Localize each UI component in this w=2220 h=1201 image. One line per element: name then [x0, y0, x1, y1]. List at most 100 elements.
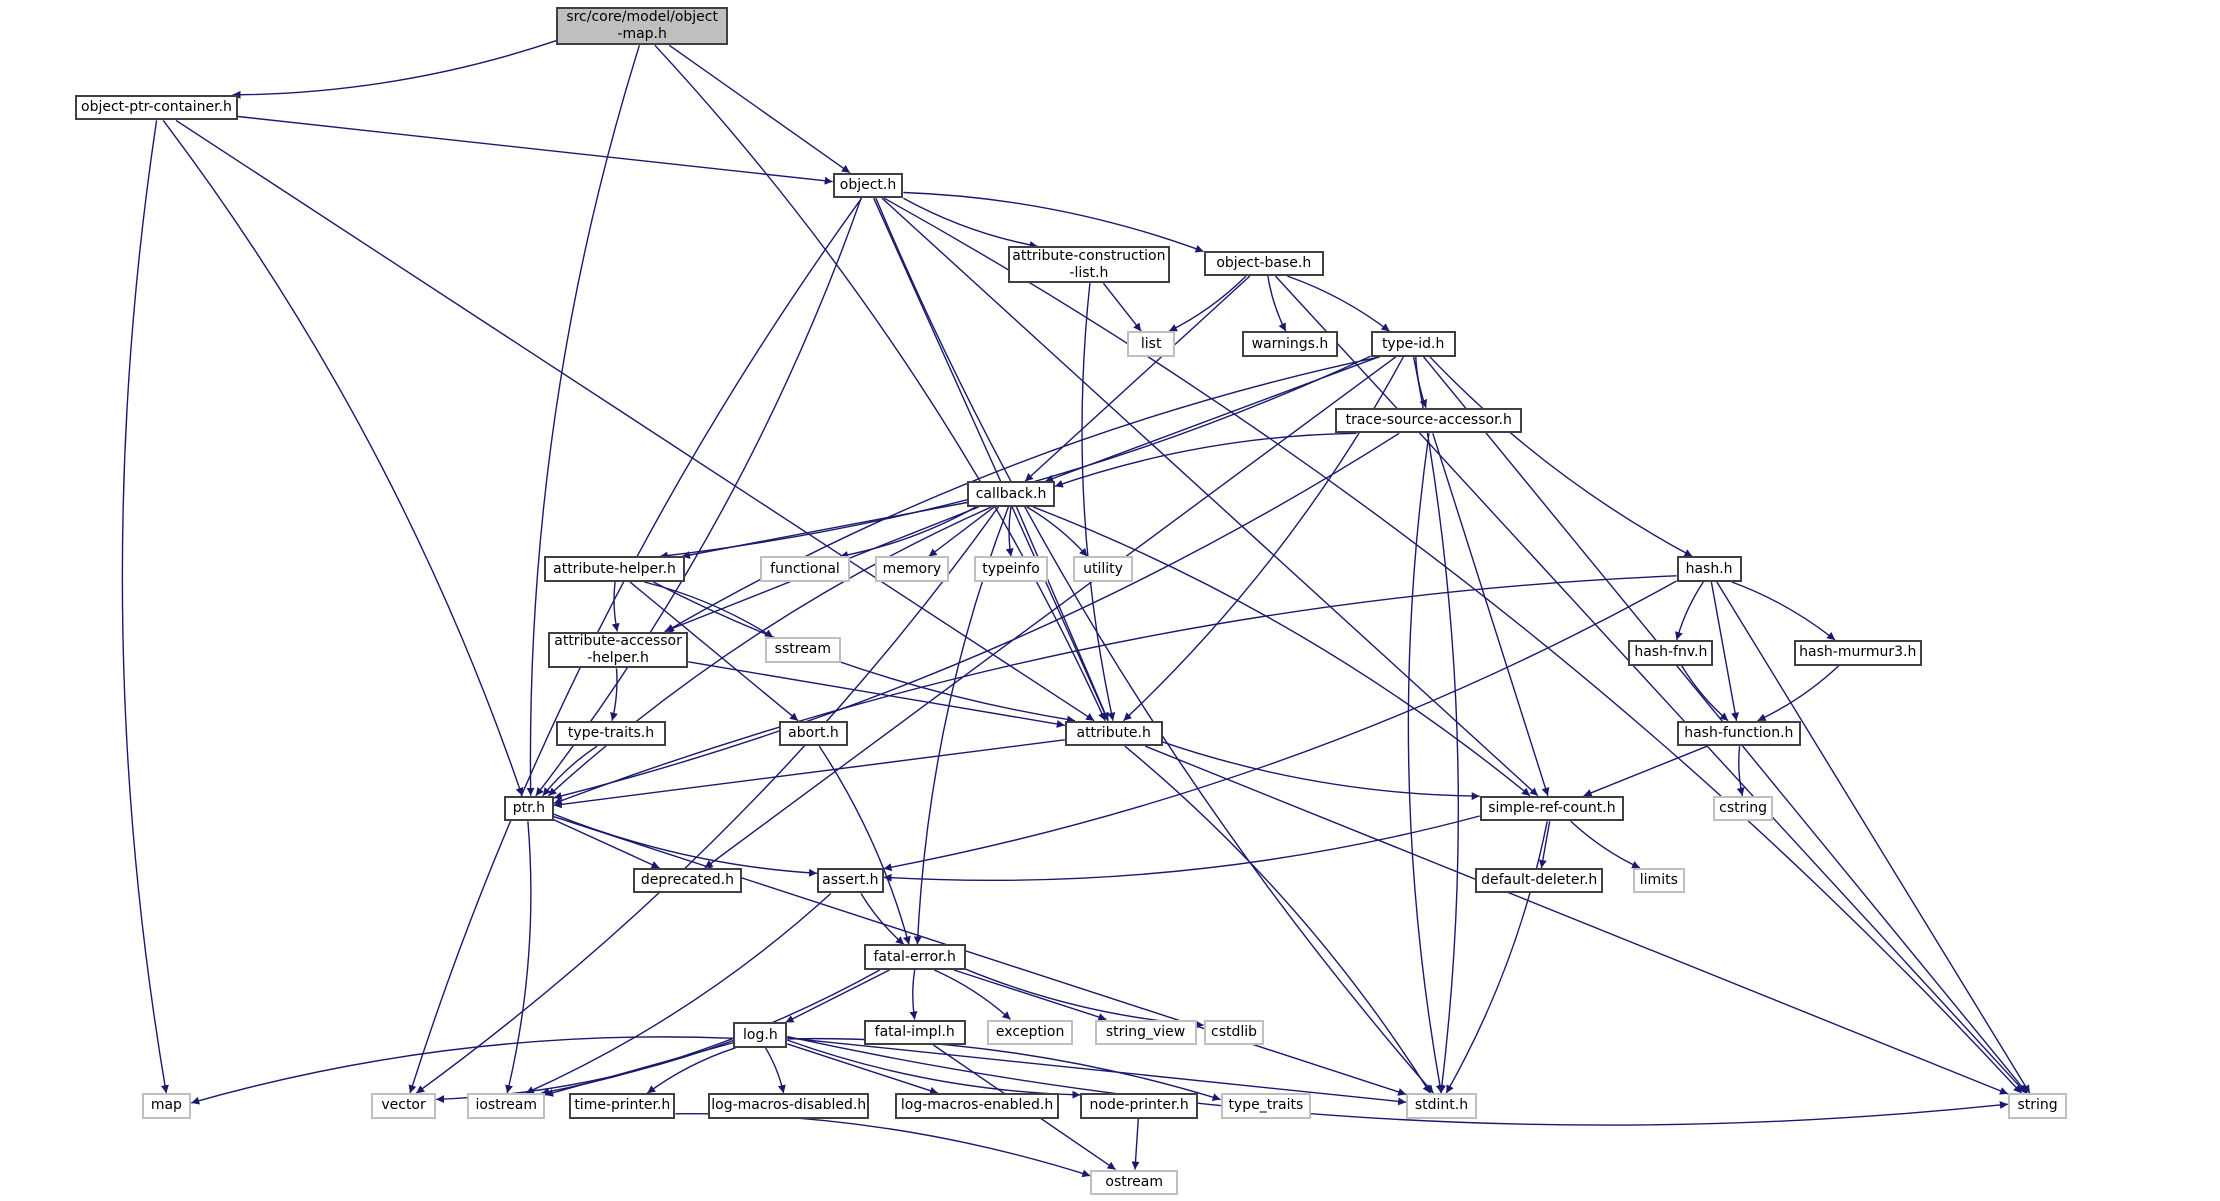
node-label: string — [2017, 1097, 2058, 1114]
edge-object-to-vector — [408, 197, 863, 1094]
node-type-id[interactable]: type-id.h — [1370, 331, 1456, 357]
node-label: type-traits.h — [567, 724, 655, 741]
node-sstream: sstream — [764, 637, 842, 663]
edge-callback-to-utility — [1026, 506, 1088, 557]
node-attribute-helper[interactable]: attribute-helper.h — [543, 556, 686, 582]
node-label: node-printer.h — [1089, 1097, 1189, 1114]
edge-abort-to-fatal-error — [818, 745, 911, 945]
edge-object-base-to-string — [1274, 275, 2027, 1094]
node-attribute[interactable]: attribute.h — [1064, 720, 1163, 747]
edge-object-base-to-list — [1168, 275, 1247, 332]
node-label: deprecated.h — [640, 872, 734, 889]
node-hash-function[interactable]: hash-function.h — [1676, 720, 1802, 747]
node-attribute-accessor-helper[interactable]: attribute-accessor -helper.h — [547, 631, 689, 669]
edge-log-to-string — [787, 1035, 2008, 1126]
edge-hash-to-string — [1716, 581, 2031, 1094]
node-assert[interactable]: assert.h — [817, 868, 884, 894]
node-label: fatal-impl.h — [874, 1023, 955, 1040]
node-log-macros-disabled[interactable]: log-macros-disabled.h — [708, 1093, 870, 1119]
edge-root-to-object — [668, 44, 851, 174]
edge-object-to-string — [883, 197, 2022, 1094]
node-label: attribute-accessor -helper.h — [554, 632, 682, 666]
edge-hash-to-hash-fnv — [1675, 581, 1704, 641]
node-label: hash-murmur3.h — [1799, 644, 1917, 661]
edge-root-to-attribute — [654, 44, 1106, 721]
node-type-traits[interactable]: type-traits.h — [556, 720, 666, 747]
node-label: vector — [381, 1097, 426, 1114]
edge-root-to-object-ptr-container — [232, 39, 557, 99]
edge-log-to-time-printer — [646, 1047, 736, 1094]
node-object[interactable]: object.h — [832, 172, 904, 199]
node-memory: memory — [875, 556, 949, 582]
edge-callback-to-simple-ref-count — [1032, 506, 1531, 797]
edge-type-id-to-deprecated — [704, 356, 1397, 869]
edge-trace-source-accessor-to-stdint — [1407, 433, 1444, 1094]
node-label: fatal-error.h — [873, 948, 956, 965]
edge-attribute-to-ptr — [553, 739, 1065, 809]
node-node-printer[interactable]: node-printer.h — [1080, 1093, 1198, 1119]
edge-attribute-accessor-helper-to-attribute — [688, 661, 1065, 728]
edge-attribute-helper-to-attribute-accessor-helper — [611, 581, 620, 632]
node-simple-ref-count[interactable]: simple-ref-count.h — [1479, 795, 1625, 822]
node-hash[interactable]: hash.h — [1676, 556, 1742, 582]
edge-object-base-to-callback — [1024, 275, 1251, 482]
node-label: iostream — [475, 1097, 537, 1114]
node-abort[interactable]: abort.h — [778, 720, 849, 747]
edge-attribute-accessor-helper-to-type-traits — [610, 668, 618, 721]
node-label: log.h — [743, 1026, 778, 1043]
node-hash-fnv[interactable]: hash-fnv.h — [1628, 640, 1714, 666]
edge-simple-ref-count-to-limits — [1570, 820, 1641, 869]
node-label: attribute.h — [1076, 724, 1151, 741]
edge-object-to-object-base — [903, 191, 1204, 253]
node-label: warnings.h — [1251, 335, 1329, 352]
node-label: list — [1140, 335, 1162, 352]
node-iostream: iostream — [467, 1093, 546, 1119]
edge-object-to-stdint — [875, 197, 1435, 1094]
node-object-base[interactable]: object-base.h — [1203, 250, 1324, 277]
node-label: default-deleter.h — [1481, 872, 1598, 889]
edge-callback-to-functional — [839, 506, 977, 559]
node-label: simple-ref-count.h — [1488, 800, 1616, 817]
edge-log-to-log-macros-disabled — [764, 1047, 786, 1094]
edge-attribute-helper-to-sstream — [644, 581, 774, 638]
node-label: src/core/model/object -map.h — [566, 9, 718, 43]
edge-object-to-attribute-construction-list — [903, 197, 1038, 249]
node-stdint: stdint.h — [1406, 1093, 1477, 1119]
node-map: map — [141, 1093, 192, 1119]
node-trace-source-accessor[interactable]: trace-source-accessor.h — [1335, 407, 1523, 434]
node-attribute-construction-list[interactable]: attribute-construction -list.h — [1008, 246, 1170, 284]
node-label: attribute-construction -list.h — [1012, 247, 1166, 281]
edge-type-id-to-hash — [1429, 356, 1693, 558]
node-label: string_view — [1105, 1023, 1186, 1040]
edge-object-to-simple-ref-count — [881, 197, 1539, 797]
node-label: abort.h — [788, 724, 839, 741]
edge-callback-to-attribute-helper — [681, 501, 968, 559]
edge-type-traits-to-ptr — [542, 745, 598, 797]
node-deprecated[interactable]: deprecated.h — [632, 868, 742, 894]
node-callback[interactable]: callback.h — [967, 481, 1055, 507]
node-type_traits: type_traits — [1220, 1093, 1312, 1119]
edge-node-printer-to-ostream — [1131, 1118, 1140, 1170]
edge-hash-to-assert — [883, 580, 1677, 872]
node-warnings[interactable]: warnings.h — [1241, 331, 1339, 357]
node-label: exception — [995, 1023, 1065, 1040]
node-label: memory — [882, 560, 942, 577]
edge-type-id-to-attribute-helper — [659, 355, 1371, 560]
edge-time-printer-to-ostream — [675, 1113, 1091, 1178]
node-log[interactable]: log.h — [733, 1022, 788, 1048]
node-cstring: cstring — [1713, 795, 1773, 822]
node-time-printer[interactable]: time-printer.h — [569, 1093, 676, 1119]
node-fatal-error[interactable]: fatal-error.h — [863, 944, 966, 970]
node-hash-murmur3[interactable]: hash-murmur3.h — [1794, 640, 1922, 666]
node-fatal-impl[interactable]: fatal-impl.h — [863, 1019, 966, 1045]
node-exception: exception — [986, 1019, 1074, 1045]
node-label: ptr.h — [512, 800, 545, 817]
node-log-macros-enabled[interactable]: log-macros-enabled.h — [894, 1093, 1060, 1119]
node-ptr[interactable]: ptr.h — [504, 795, 554, 822]
node-label: callback.h — [975, 485, 1047, 502]
edge-hash-to-hash-murmur3 — [1731, 581, 1836, 641]
node-object-ptr-container[interactable]: object-ptr-container.h — [75, 94, 238, 121]
edge-log-to-node-printer — [787, 1039, 1081, 1099]
node-label: limits — [1639, 872, 1678, 889]
node-default-deleter[interactable]: default-deleter.h — [1475, 868, 1603, 894]
